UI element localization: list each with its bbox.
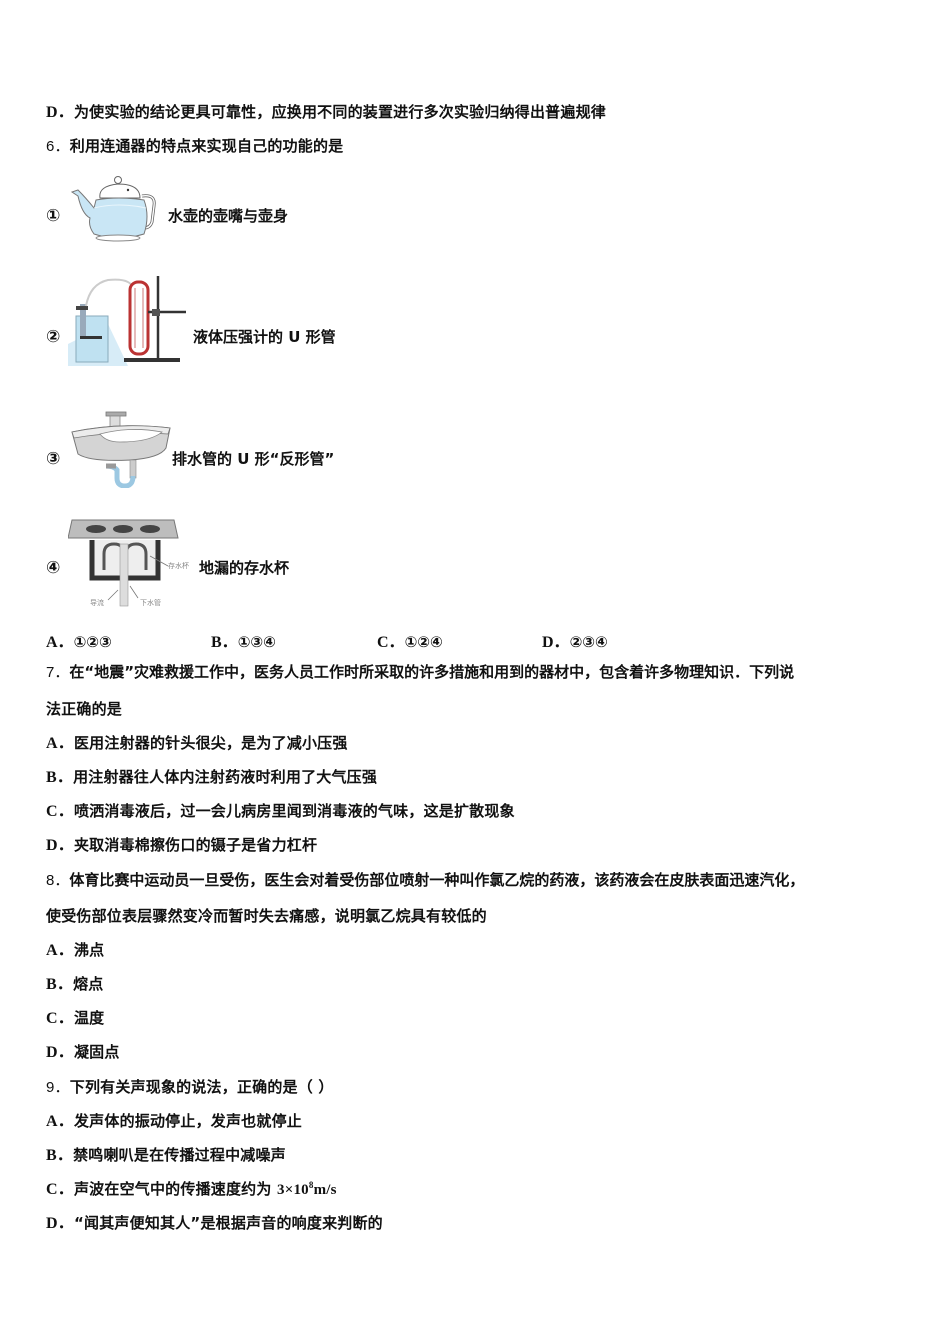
- caption-text: 液体压强计的 U 形管: [193, 328, 336, 346]
- q7-option-a: A．医用注射器的针头很尖，是为了减小压强: [46, 733, 348, 754]
- q8-option-d: D．凝固点: [46, 1042, 120, 1063]
- choice-c: C．①②④: [377, 628, 443, 652]
- question-number: 6．: [46, 138, 70, 155]
- question-6-stem: 6．利用连通器的特点来实现自己的功能的是: [46, 136, 343, 157]
- question-text: 在“地震”灾难救援工作中，医务人员工作时所采取的许多措施和用到的器材中，包含着许…: [69, 663, 795, 681]
- q9-option-d: D．“闻其声便知其人”是根据声音的响度来判断的: [46, 1213, 383, 1234]
- choice-letter: A．: [46, 634, 74, 651]
- speed-exponent: 8: [308, 1180, 314, 1190]
- item-marker-3: ③: [46, 449, 61, 469]
- question-text: 利用连通器的特点来实现自己的功能的是: [69, 137, 344, 155]
- question-text: 下列有关声现象的说法，正确的是（ ）: [69, 1078, 334, 1096]
- option-text: “闻其声便知其人”是根据声音的响度来判断的: [73, 1214, 383, 1232]
- choice-text: ①③④: [237, 633, 276, 651]
- item-marker-1: ①: [46, 206, 61, 226]
- option-text: 熔点: [73, 975, 104, 993]
- pressure-gauge-illustration: [68, 274, 192, 366]
- choice-text: ①②④: [404, 633, 443, 651]
- prev-question-option-d: D．为使实验的结论更具可靠性，应换用不同的装置进行多次实验归纳得出普遍规律: [46, 102, 606, 123]
- option-letter: A．: [46, 1113, 74, 1130]
- speed-value: 3×10: [277, 1182, 309, 1198]
- q8-option-a: A．沸点: [46, 940, 104, 961]
- item-caption-1: 水壶的壶嘴与壶身: [168, 207, 289, 225]
- question-7-stem-line2: 法正确的是: [46, 700, 123, 718]
- floor-drain-illustration: 存水杯 导流 下水管: [67, 516, 200, 608]
- option-letter: A．: [46, 735, 74, 752]
- choice-letter: D．: [542, 634, 570, 651]
- option-text: 发声体的振动停止，发声也就停止: [73, 1112, 302, 1130]
- question-number: 7．: [46, 664, 70, 681]
- option-text: 沸点: [73, 941, 105, 959]
- option-text: 用注射器往人体内注射药液时利用了大气压强: [73, 768, 378, 786]
- choice-d: D．②③④: [542, 628, 608, 652]
- q7-option-b: B．用注射器往人体内注射药液时利用了大气压强: [46, 767, 377, 788]
- sink-drain-illustration: [70, 408, 174, 489]
- option-text: 为使实验的结论更具可靠性，应换用不同的装置进行多次实验归纳得出普遍规律: [73, 103, 606, 121]
- question-9-stem: 9．下列有关声现象的说法，正确的是（ ）: [46, 1077, 334, 1098]
- item-marker-2: ②: [46, 327, 61, 347]
- question-8-stem-line1: 8．体育比赛中运动员一旦受伤，医生会对着受伤部位喷射一种叫作氯乙烷的药液，该药液…: [46, 870, 804, 891]
- figure-label-drain-pipe: 下水管: [140, 598, 161, 607]
- option-text: 声波在空气中的传播速度约为: [73, 1180, 277, 1198]
- option-text: 凝固点: [73, 1043, 120, 1061]
- q7-option-c: C．喷洒消毒液后，过一会儿病房里闻到消毒液的气味，这是扩散现象: [46, 801, 515, 822]
- question-8-stem-line2: 使受伤部位表层骤然变冷而暂时失去痛感，说明氯乙烷具有较低的: [46, 907, 487, 925]
- teapot-illustration: [70, 172, 168, 246]
- q7-option-d: D．夹取消毒棉擦伤口的镊子是省力杠杆: [46, 835, 317, 856]
- q8-option-b: B．熔点: [46, 974, 103, 995]
- option-letter: D．: [46, 837, 74, 854]
- item-caption-4: 地漏的存水杯: [199, 559, 290, 577]
- question-number: 9．: [46, 1079, 70, 1096]
- choice-b: B．①③④: [211, 628, 276, 652]
- item-caption-3: 排水管的 U 形“反形管”: [172, 450, 335, 468]
- q9-option-a: A．发声体的振动停止，发声也就停止: [46, 1111, 302, 1132]
- option-letter: C．: [46, 1181, 74, 1198]
- option-letter: C．: [46, 803, 74, 820]
- option-text: 夹取消毒棉擦伤口的镊子是省力杠杆: [73, 836, 318, 854]
- option-letter: B．: [46, 1147, 74, 1164]
- question-text: 体育比赛中运动员一旦受伤，医生会对着受伤部位喷射一种叫作氯乙烷的药液，该药液会在…: [69, 871, 805, 889]
- q9-option-c: C．声波在空气中的传播速度约为 3×108m/s: [46, 1179, 337, 1200]
- speed-unit: m/s: [313, 1182, 337, 1198]
- option-text: 医用注射器的针头很尖，是为了减小压强: [73, 734, 348, 752]
- option-text: 禁鸣喇叭是在传播过程中减噪声: [73, 1146, 286, 1164]
- option-letter: A．: [46, 942, 74, 959]
- item-marker-4: ④: [46, 558, 61, 578]
- figure-label-guide: 导流: [90, 598, 104, 607]
- option-text: 喷洒消毒液后，过一会儿病房里闻到消毒液的气味，这是扩散现象: [73, 802, 515, 820]
- figure-label-storage-cup: 存水杯: [168, 561, 189, 570]
- choice-letter: C．: [377, 634, 405, 651]
- question-number: 8．: [46, 872, 70, 889]
- option-text: 温度: [73, 1009, 105, 1027]
- option-letter: D．: [46, 1215, 74, 1232]
- choice-text: ①②③: [73, 633, 112, 651]
- choice-letter: B．: [211, 634, 238, 651]
- choice-text: ②③④: [569, 633, 608, 651]
- item-caption-2: 液体压强计的 U 形管: [193, 327, 336, 347]
- q8-option-c: C．温度: [46, 1008, 104, 1029]
- question-7-stem-line1: 7．在“地震”灾难救援工作中，医务人员工作时所采取的许多措施和用到的器材中，包含…: [46, 662, 794, 683]
- option-letter: B．: [46, 769, 74, 786]
- q9-option-b: B．禁鸣喇叭是在传播过程中减噪声: [46, 1145, 286, 1166]
- option-letter: D．: [46, 104, 74, 121]
- option-letter: D．: [46, 1044, 74, 1061]
- option-letter: C．: [46, 1010, 74, 1027]
- option-letter: B．: [46, 976, 74, 993]
- choice-a: A．①②③: [46, 628, 112, 652]
